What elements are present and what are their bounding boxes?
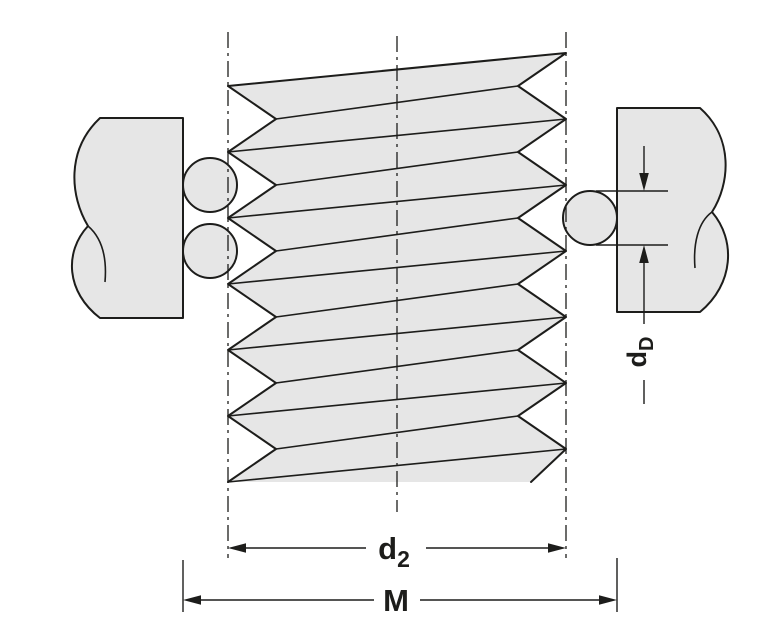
d2-label: d2 [378,531,410,572]
left-anvil [70,117,184,319]
m-label: M [383,583,409,618]
dd-label: dD [622,337,658,368]
measuring-wire-left-bottom [182,223,238,279]
left-anvil-body [71,118,183,318]
dimension-m: M [182,558,618,618]
measuring-wire-right-fill [563,191,617,245]
d2-arrowhead-right [548,543,566,553]
measuring-wire-right [562,190,618,246]
measuring-wires [182,157,618,279]
left-anvil-break-arc [87,225,107,283]
dimension-dd: dD [596,146,668,404]
measuring-wire-left-top-fill [183,158,237,212]
dd-arrowhead-up [639,245,649,263]
right-anvil-body [617,108,729,312]
dd-arrowhead-down [639,173,649,191]
measuring-wire-left-top [182,157,238,213]
centerlines [227,32,567,558]
m-arrowhead-left [183,595,201,605]
d2-arrowhead-left [228,543,246,553]
dimension-d2: d2 [228,531,566,572]
m-arrowhead-right [599,595,617,605]
right-anvil-break-arc [693,211,713,269]
right-anvil-outline [616,107,730,313]
right-anvil [616,107,730,313]
measuring-wire-left-bottom-fill [183,224,237,278]
